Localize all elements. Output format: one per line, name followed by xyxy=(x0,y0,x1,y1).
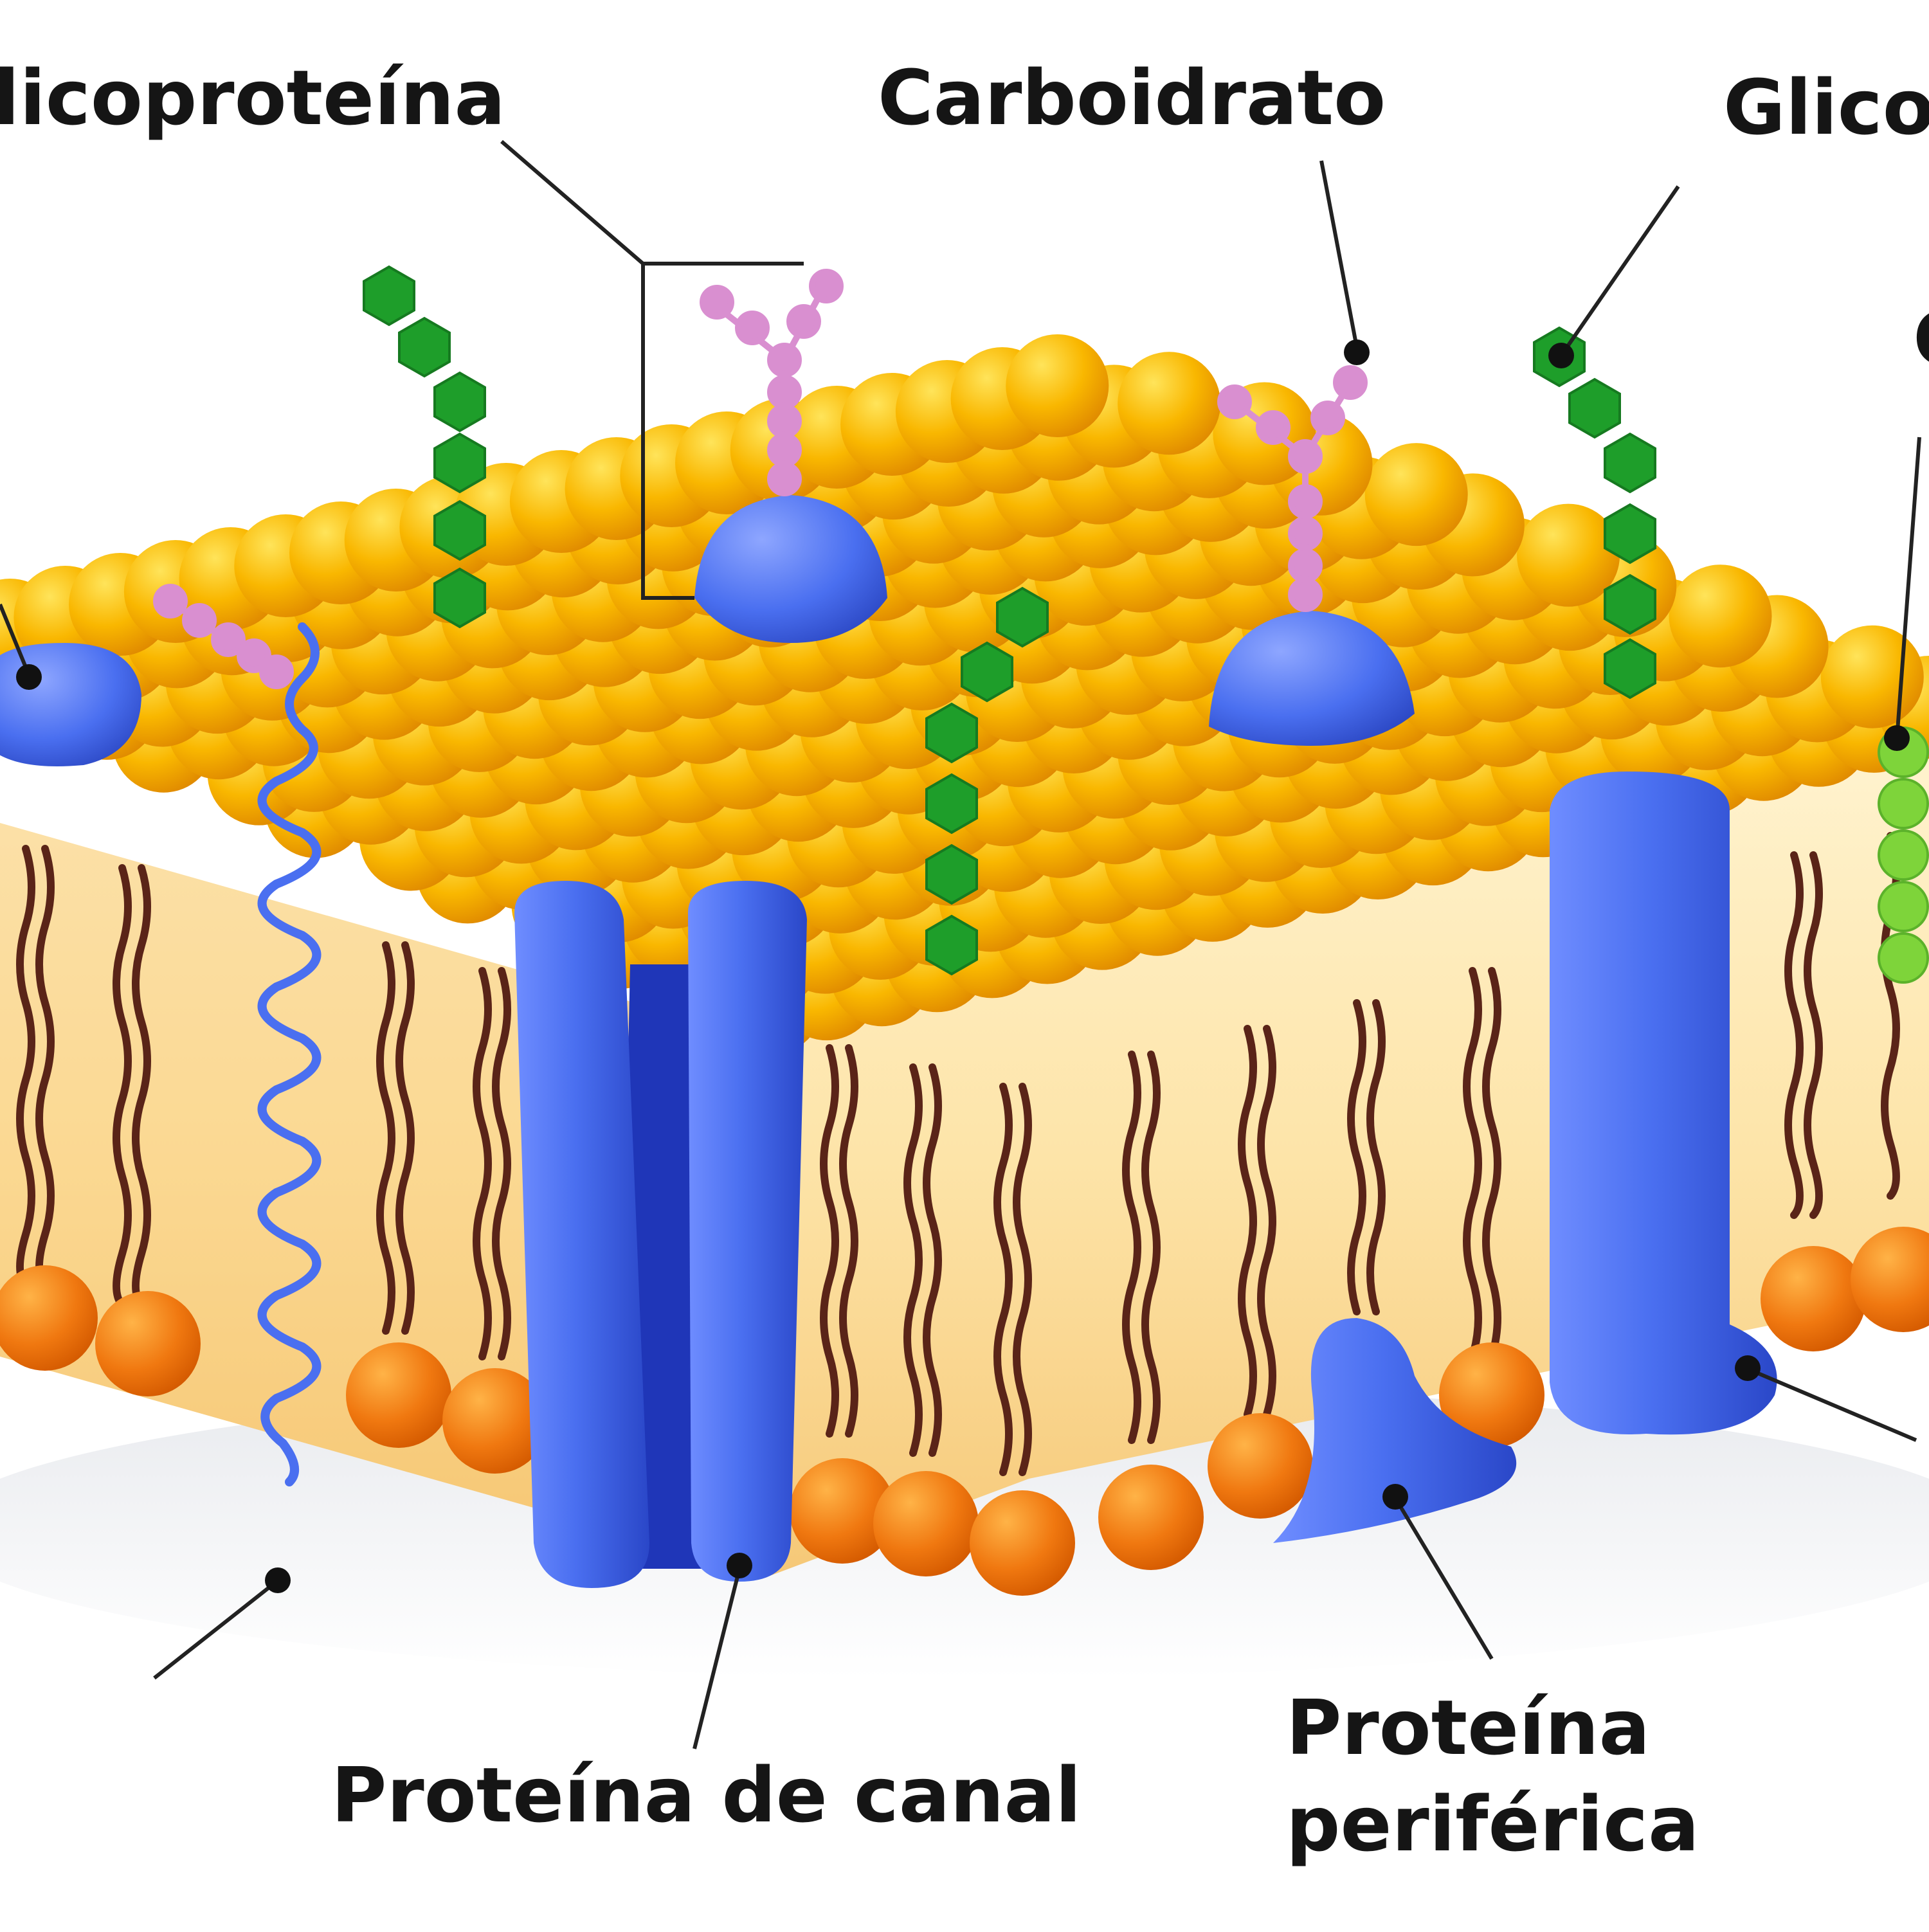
lipid-head xyxy=(1669,564,1772,668)
label-proteina-periferica-2: periférica xyxy=(1286,1780,1699,1868)
glycoprotein-dome-1 xyxy=(694,495,887,643)
pointer-lines xyxy=(0,140,1921,1749)
glycolipid-bead xyxy=(925,844,978,905)
lipid-head xyxy=(1517,503,1620,607)
label-carboidrato: Carboidrato xyxy=(878,53,1386,142)
pointer-dots xyxy=(16,339,1910,1593)
lipid-head xyxy=(1118,352,1221,455)
carbohydrate-chains xyxy=(153,269,1368,689)
channel-protein xyxy=(514,881,807,1588)
glycolipid-bead xyxy=(433,567,486,629)
glycolipid-bead xyxy=(398,316,451,378)
label-c-fragment: C xyxy=(1913,295,1929,383)
lipid-head xyxy=(1364,443,1468,546)
glycolipid-bead xyxy=(1604,638,1656,700)
label-glico-right: Glico xyxy=(1723,63,1929,152)
glycolipid-chains xyxy=(363,265,1656,976)
glycolipid-bead xyxy=(363,265,415,327)
transmembrane-protein xyxy=(1550,772,1777,1435)
carbohydrate-chain-1 xyxy=(700,269,844,496)
label-proteina-periferica-1: Proteína xyxy=(1286,1683,1651,1772)
alpha-helix-protein xyxy=(257,622,322,1486)
glycolipid-bead xyxy=(925,773,978,835)
label-proteina-de-canal: Proteína de canal xyxy=(331,1751,1082,1839)
glycolipid-bead xyxy=(433,432,486,494)
glycolipid-bead xyxy=(1604,432,1656,494)
glycoprotein-dome-left xyxy=(0,643,141,766)
glycoprotein-dome-2 xyxy=(1209,611,1415,746)
glycolipid-bead xyxy=(925,702,978,764)
lipid-heads-bottom xyxy=(0,1227,1929,1596)
cholesterol xyxy=(1878,727,1929,984)
glycolipid-bead xyxy=(1568,377,1621,439)
glycolipid-bead xyxy=(433,371,486,433)
carbohydrate-chain-2 xyxy=(1217,365,1368,612)
label-glicoproteina: licoproteína xyxy=(0,53,506,142)
glycolipid-bead xyxy=(1604,573,1656,635)
lipid-head xyxy=(1820,625,1924,728)
carbohydrate-chain-3 xyxy=(153,584,294,689)
glycolipid-bead xyxy=(1604,503,1656,564)
glycolipid-bead xyxy=(961,641,1013,703)
glycolipid-bead xyxy=(996,586,1049,648)
lipid-head xyxy=(1006,334,1109,437)
peripheral-protein xyxy=(1273,1318,1517,1543)
glycolipid-bead xyxy=(925,914,978,976)
glycolipid-bead xyxy=(433,500,486,561)
